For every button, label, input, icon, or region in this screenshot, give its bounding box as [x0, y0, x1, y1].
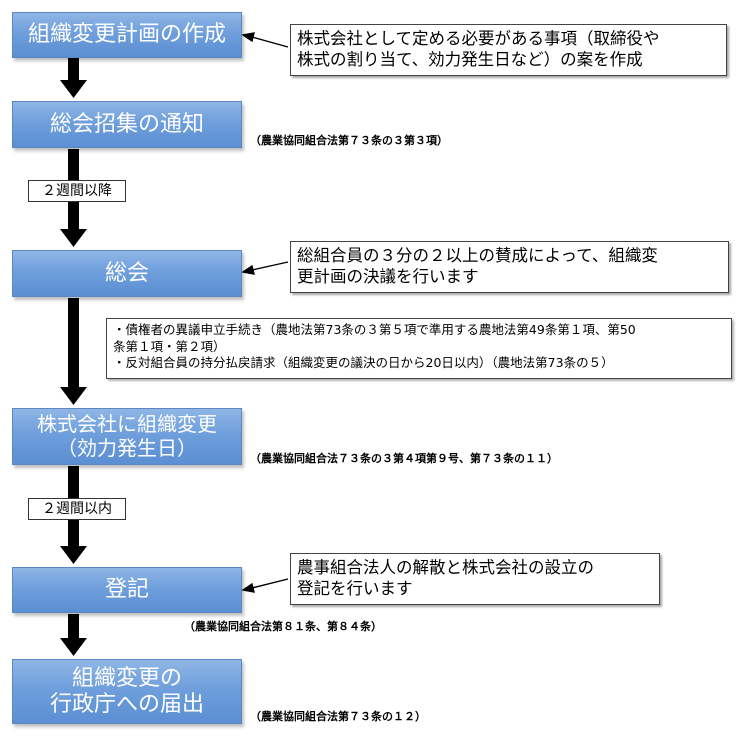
- note-registration: 農事組合法人の解散と株式会社の設立の 登記を行います: [290, 553, 660, 605]
- step-assembly-label: 総会: [104, 260, 149, 286]
- law-notice: （農業協同組合法第７３条の３第３項）: [250, 134, 448, 147]
- down-arrow-3: [60, 298, 87, 405]
- note-assembly-line2: 更計画の決議を行います: [297, 266, 479, 286]
- step-assembly: 総会: [12, 250, 242, 297]
- step-change-label-line1: 株式会社に組織変更: [37, 411, 217, 436]
- conditions-line2: 条第１項・第２項）: [113, 338, 226, 354]
- step-notice-label: 総会招集の通知: [49, 111, 204, 137]
- note-plan-line2: 株式の割り当て、効力発生日など）の案を作成: [297, 49, 643, 69]
- conditions-line1: ・債権者の異議申立手続き（農地法第73条の３第５項で準用する農地法第49条第１項…: [113, 322, 636, 337]
- step-plan-label: 組織変更計画の作成: [27, 22, 226, 48]
- note-plan-line1: 株式会社として定める必要がある事項（取締役や: [297, 29, 660, 48]
- step-registration-label: 登記: [104, 577, 149, 603]
- note-assembly-line1: 総組合員の３分の２以上の賛成によって、組織変: [297, 246, 658, 265]
- step-notice: 総会招集の通知: [12, 101, 242, 148]
- step-report-label-line2: 行政庁への届出: [49, 691, 204, 717]
- conditions-line3: ・反対組合員の持分払戻請求（組織変更の議決の日から20日以内）（農地法第73条の…: [113, 355, 614, 370]
- note-plan: 株式会社として定める必要がある事項（取締役や 株式の割り当て、効力発生日など）の…: [290, 24, 727, 76]
- law-report: （農業協同組合法第７３条の１２）: [250, 710, 426, 723]
- law-change: （農業協同組合法７３条の３第４項第９号、第７３条の１１）: [250, 452, 558, 465]
- conditions-box: ・債権者の異議申立手続き（農地法第73条の３第５項で準用する農地法第49条第１項…: [106, 318, 732, 379]
- down-arrow-5: [60, 614, 87, 656]
- step-change: 株式会社に組織変更 （効力発生日）: [12, 408, 242, 465]
- pointer-plan: [251, 36, 289, 48]
- step-plan: 組織変更計画の作成: [12, 12, 242, 58]
- note-assembly: 総組合員の３分の２以上の賛成によって、組織変 更計画の決議を行います: [290, 241, 729, 293]
- law-registration: （農業協同組合法第８１条、第８４条）: [184, 620, 382, 633]
- step-registration: 登記: [12, 567, 242, 613]
- step-change-label-line2: （効力発生日）: [57, 435, 197, 460]
- pointer-assembly: [251, 261, 289, 271]
- tag-after-notice: ２週間以降: [28, 180, 126, 202]
- note-registration-line1: 農事組合法人の解散と株式会社の設立の: [297, 558, 594, 577]
- note-registration-line2: 登記を行います: [297, 578, 413, 598]
- pointer-registration: [251, 578, 289, 589]
- step-report: 組織変更の 行政庁への届出: [12, 659, 242, 724]
- step-report-label-line1: 組織変更の: [71, 665, 182, 691]
- tag-within-change: ２週間以内: [28, 498, 126, 520]
- down-arrow-1: [60, 58, 87, 98]
